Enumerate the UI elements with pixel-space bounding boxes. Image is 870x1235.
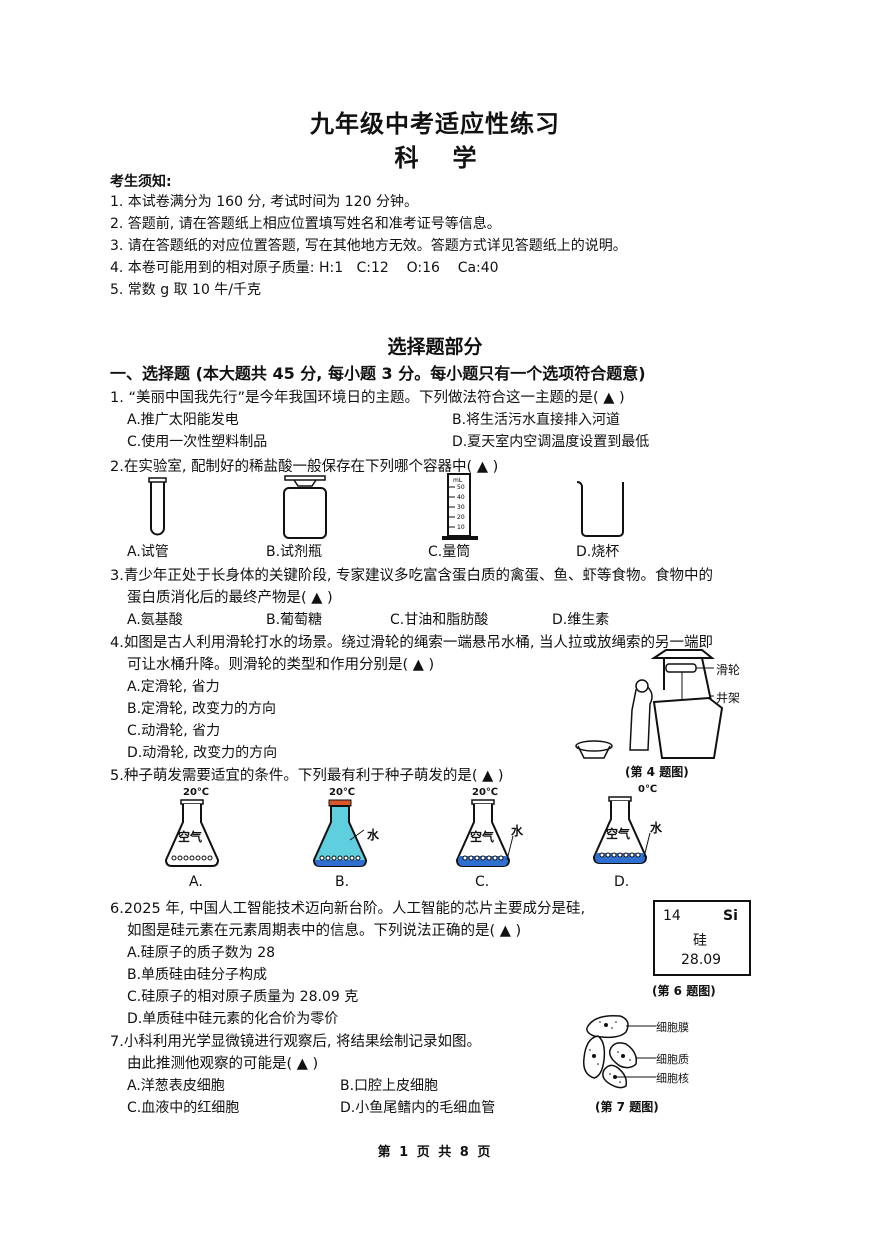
reagent-bottle-icon (283, 475, 327, 539)
svg-text:40: 40 (457, 494, 465, 501)
flask-b-temp: 20℃ (329, 787, 356, 798)
notice-heading: 考生须知: (110, 174, 172, 190)
svg-text:30: 30 (457, 504, 465, 511)
q1-option-d[interactable]: D.夏天室内空调温度设置到最低 (452, 434, 650, 450)
q4-option-d[interactable]: D.动滑轮, 改变力的方向 (127, 745, 278, 761)
section-title: 选择题部分 (387, 336, 483, 358)
question-6-cont: 如图是硅元素在元素周期表中的信息。下列说法正确的是( ▲ ) (127, 923, 522, 939)
q7-option-c[interactable]: C.血液中的红细胞 (127, 1100, 240, 1116)
part-heading: 一、选择题 (本大题共 45 分, 每小题 3 分。每小题只有一个选项符合题意) (110, 364, 646, 383)
flask-d-temp: 0℃ (638, 784, 658, 795)
svg-text:10: 10 (457, 524, 465, 531)
page-number: 第 1 页 共 8 页 (377, 1145, 493, 1160)
flask-c-air: 空气 (470, 830, 495, 844)
q5-option-d[interactable]: D. (614, 874, 630, 890)
cell-membrane-label: 细胞膜 (656, 1021, 689, 1034)
q6-option-a[interactable]: A.硅原子的质子数为 28 (127, 945, 276, 961)
q3-option-d[interactable]: D.维生素 (552, 612, 610, 628)
notice-item: 2. 答题前, 请在答题纸上相应位置填写姓名和准考证号等信息。 (110, 216, 501, 232)
question-1: 1. “美丽中国我先行”是今年我国环境日的主题。下列做法符合这一主题的是( ▲ … (110, 390, 625, 406)
q2-option-b[interactable]: B.试剂瓶 (266, 544, 323, 560)
q1-option-c[interactable]: C.使用一次性塑料制品 (127, 434, 268, 450)
svg-text:50: 50 (457, 484, 465, 491)
flask-a-temp: 20℃ (183, 787, 210, 798)
epithelial-cells-figure (582, 1014, 656, 1089)
q4-option-c[interactable]: C.动滑轮, 省力 (127, 723, 221, 739)
flask-b-icon (312, 799, 368, 867)
q3-option-b[interactable]: B.葡萄糖 (266, 612, 323, 628)
test-tube-icon (148, 477, 167, 536)
q4-option-a[interactable]: A.定滑轮, 省力 (127, 679, 220, 695)
figure-4-caption: (第 4 题图) (625, 765, 689, 779)
q5-option-b[interactable]: B. (335, 874, 350, 890)
flask-a-air: 空气 (178, 830, 203, 844)
exam-title: 九年级中考适应性练习 (310, 110, 560, 138)
question-3: 3.青少年正处于长身体的关键阶段, 专家建议多吃富含蛋白质的禽蛋、鱼、虾等食物。… (110, 568, 714, 584)
question-7: 7.小科利用光学显微镜进行观察后, 将结果绘制记录如图。 (110, 1034, 482, 1050)
flask-a-icon (164, 799, 220, 867)
beaker-icon (576, 481, 624, 537)
notice-item: 1. 本试卷满分为 160 分, 考试时间为 120 分钟。 (110, 194, 418, 210)
pulley-label: 滑轮 (716, 663, 741, 677)
flask-d-icon (592, 796, 651, 864)
graduated-cylinder-icon: mL 50 40 30 20 10 (442, 473, 478, 540)
atomic-number: 14 (663, 908, 681, 924)
element-name: 硅 (693, 933, 707, 949)
question-4-cont: 可让水桶升降。则滑轮的类型和作用分别是( ▲ ) (127, 657, 435, 673)
q3-option-c[interactable]: C.甘油和脂肪酸 (390, 612, 489, 628)
question-4: 4.如图是古人利用滑轮打水的场景。绕过滑轮的绳索一端悬吊水桶, 当人拉或放绳索的… (110, 635, 714, 651)
flask-c-water: 水 (511, 824, 524, 838)
flask-b-water: 水 (367, 828, 380, 842)
nucleus-label: 细胞核 (656, 1072, 689, 1085)
q1-option-a[interactable]: A.推广太阳能发电 (127, 412, 239, 428)
q4-option-b[interactable]: B.定滑轮, 改变力的方向 (127, 701, 276, 717)
cytoplasm-label: 细胞质 (656, 1053, 689, 1066)
q7-option-a[interactable]: A.洋葱表皮细胞 (127, 1078, 225, 1094)
figure-7-caption: (第 7 题图) (595, 1100, 659, 1114)
element-symbol: Si (723, 908, 738, 924)
question-6: 6.2025 年, 中国人工智能技术迈向新台阶。人工智能的芯片主要成分是硅, (110, 901, 586, 917)
q6-option-d[interactable]: D.单质硅中硅元素的化合价为零价 (127, 1011, 339, 1027)
flask-d-water: 水 (650, 821, 663, 835)
notice-item: 4. 本卷可能用到的相对原子质量: H:1 C:12 O:16 Ca:40 (110, 260, 499, 276)
q5-option-c[interactable]: C. (475, 874, 490, 890)
figure-6-caption: (第 6 题图) (652, 984, 716, 998)
q6-option-c[interactable]: C.硅原子的相对原子质量为 28.09 克 (127, 989, 359, 1005)
silicon-element-card: 14 Si 硅 28.09 (653, 900, 751, 976)
well-frame-label: 井架 (716, 691, 741, 705)
q5-option-a[interactable]: A. (189, 874, 203, 890)
flask-c-icon (455, 799, 514, 867)
atomic-mass: 28.09 (681, 952, 722, 968)
well-pulley-figure (575, 649, 724, 759)
question-2: 2.在实验室, 配制好的稀盐酸一般保存在下列哪个容器中( ▲ ) (110, 459, 499, 475)
q2-option-d[interactable]: D.烧杯 (576, 544, 620, 560)
flask-c-temp: 20℃ (472, 787, 499, 798)
question-5: 5.种子萌发需要适宜的条件。下列最有利于种子萌发的是( ▲ ) (110, 768, 504, 784)
q1-option-b[interactable]: B.将生活污水直接排入河道 (452, 412, 621, 428)
q2-option-c[interactable]: C.量筒 (428, 544, 471, 560)
notice-item: 5. 常数 g 取 10 牛/千克 (110, 282, 262, 298)
question-7-cont: 由此推测他观察的可能是( ▲ ) (127, 1056, 319, 1072)
flask-d-air: 空气 (606, 827, 631, 841)
svg-text:mL: mL (453, 477, 463, 484)
svg-text:20: 20 (457, 514, 465, 521)
q6-option-b[interactable]: B.单质硅由硅分子构成 (127, 967, 268, 983)
q7-option-b[interactable]: B.口腔上皮细胞 (340, 1078, 439, 1094)
q2-option-a[interactable]: A.试管 (127, 544, 169, 560)
q3-option-a[interactable]: A.氨基酸 (127, 612, 183, 628)
subject-title: 科学 (394, 144, 511, 172)
question-3-cont: 蛋白质消化后的最终产物是( ▲ ) (127, 590, 333, 606)
notice-item: 3. 请在答题纸的对应位置答题, 写在其他地方无效。答题方式详见答题纸上的说明。 (110, 238, 627, 254)
q7-option-d[interactable]: D.小鱼尾鳍内的毛细血管 (340, 1100, 496, 1116)
